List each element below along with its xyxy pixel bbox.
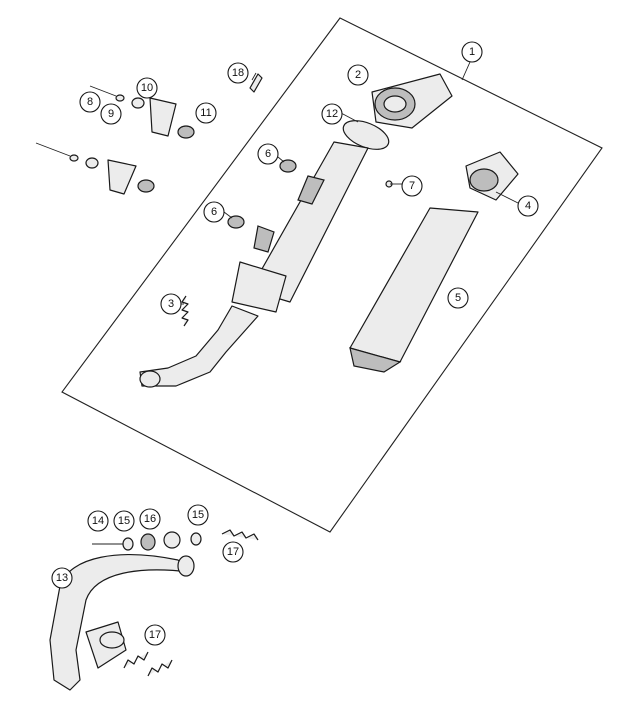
link-pipe-spring	[181, 295, 189, 327]
callout-1: 1	[461, 41, 483, 63]
header-spring-lower-right	[147, 659, 173, 677]
callout-15-right: 15	[187, 504, 209, 526]
rubber-grommet-lower	[227, 215, 245, 229]
callout-13: 13	[51, 567, 73, 589]
callout-10: 10	[136, 77, 158, 99]
svg-text:17: 17	[227, 546, 239, 558]
callout-17-lower: 17	[144, 624, 166, 646]
alt-end-cap	[465, 151, 519, 201]
svg-text:17: 17	[149, 629, 161, 641]
end-cap-gasket	[342, 120, 390, 150]
callout-4: 4	[517, 195, 539, 217]
callout-7: 7	[401, 175, 423, 197]
callout-18: 18	[227, 62, 249, 84]
callout-16: 16	[139, 508, 161, 530]
svg-text:6: 6	[211, 206, 217, 218]
callout-14: 14	[87, 510, 109, 532]
callout-15-left: 15	[113, 510, 135, 532]
silencer-end-cap	[371, 73, 453, 129]
svg-text:10: 10	[141, 82, 153, 94]
callout-6-upper: 6	[257, 143, 279, 165]
svg-text:7: 7	[409, 180, 415, 192]
bracket-assembly-upper	[89, 85, 195, 139]
callout-17-upper: 17	[222, 541, 244, 563]
svg-text:16: 16	[144, 513, 156, 525]
svg-text:11: 11	[200, 107, 211, 119]
link-pipe	[139, 305, 259, 388]
callout-5: 5	[447, 287, 469, 309]
header-pipe	[49, 554, 195, 691]
callout-8: 8	[79, 91, 101, 113]
svg-text:15: 15	[192, 509, 204, 521]
callout-3: 3	[160, 293, 182, 315]
svg-text:1: 1	[469, 46, 475, 58]
callout-2: 2	[347, 64, 369, 86]
svg-text:12: 12	[326, 108, 338, 120]
svg-text:6: 6	[265, 148, 271, 160]
header-spring-upper	[221, 529, 259, 541]
svg-text:13: 13	[56, 572, 68, 584]
callout-11: 11	[195, 102, 217, 124]
callout-6-lower: 6	[203, 201, 225, 223]
svg-text:8: 8	[87, 96, 93, 108]
svg-text:3: 3	[168, 298, 174, 310]
svg-text:5: 5	[455, 292, 461, 304]
callout-12: 12	[321, 103, 343, 125]
svg-text:4: 4	[525, 200, 531, 212]
rubber-grommet-upper	[279, 159, 297, 173]
svg-text:15: 15	[118, 515, 130, 527]
svg-text:2: 2	[355, 69, 361, 81]
svg-text:18: 18	[232, 67, 244, 79]
svg-text:9: 9	[108, 108, 114, 120]
hook	[249, 73, 263, 93]
silencer-body	[231, 141, 369, 313]
bracket-assembly-lower	[35, 142, 155, 195]
header-spring-lower-left	[123, 651, 149, 669]
silencer-kit-frame	[61, 17, 603, 533]
header-mount-hardware	[92, 531, 202, 551]
callout-9: 9	[100, 103, 122, 125]
silencer-sleeve	[349, 207, 479, 373]
leader-lines	[178, 61, 519, 305]
svg-text:14: 14	[92, 515, 104, 527]
